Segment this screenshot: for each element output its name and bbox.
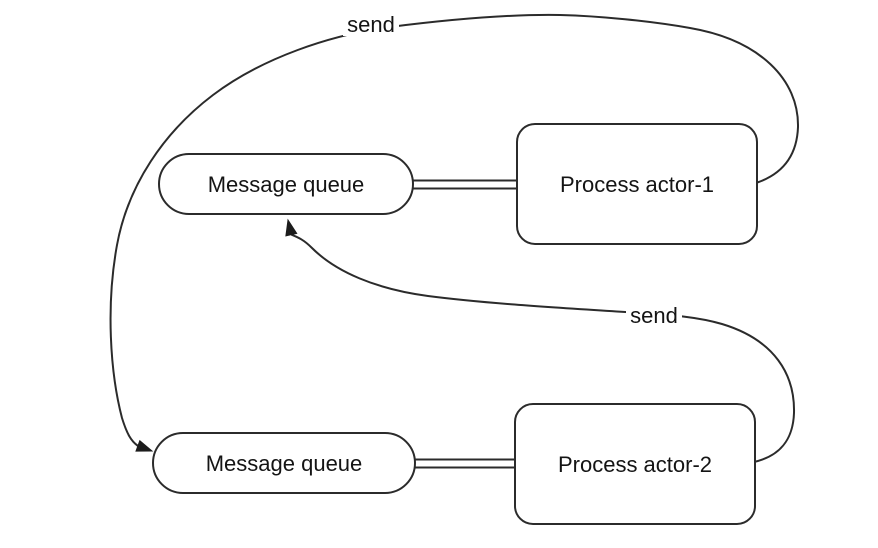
message-queue-2-shape <box>152 432 416 494</box>
send-label-2-text: send <box>630 303 678 328</box>
edge-label-send-2: send <box>626 303 682 328</box>
send-label-1-bg <box>343 12 399 36</box>
send-edge-2-path <box>290 233 796 463</box>
arrowhead-into-queue1 <box>285 218 298 237</box>
send-label-1-text: send <box>347 12 395 37</box>
node-process-actor-2: Process actor-2 <box>514 403 756 525</box>
arrowhead-into-queue2 <box>135 439 154 452</box>
message-queue-1-shape <box>158 153 414 215</box>
edge-label-send-1: send <box>343 12 399 37</box>
node-process-actor-1: Process actor-1 <box>516 123 758 245</box>
process-actor-1-shape <box>516 123 758 245</box>
node-message-queue-1: Message queue <box>158 153 414 215</box>
process-actor-1-label: Process actor-1 <box>560 172 714 197</box>
link-queue1-actor1 <box>413 179 517 190</box>
message-queue-2-label: Message queue <box>206 451 363 476</box>
node-message-queue-2: Message queue <box>152 432 416 494</box>
edge-send-actor2-to-queue1 <box>285 218 796 463</box>
send-label-2-bg <box>626 303 682 327</box>
process-actor-2-label: Process actor-2 <box>558 452 712 477</box>
process-actor-2-shape <box>514 403 756 525</box>
message-queue-1-label: Message queue <box>208 172 365 197</box>
link-queue2-actor2 <box>415 458 515 469</box>
